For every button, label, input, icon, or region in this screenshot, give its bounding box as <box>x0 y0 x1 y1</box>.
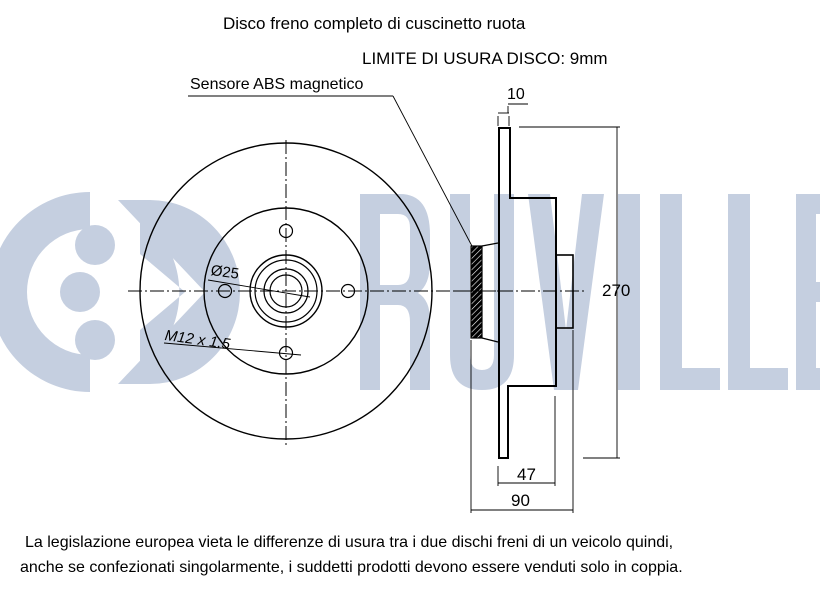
legal-notice-line-1: La legislazione europea vieta le differe… <box>25 534 674 551</box>
abs-sensor-label: Sensore ABS magnetico <box>190 76 364 93</box>
bearing-logo-icon <box>0 192 240 392</box>
drawing-title: Disco freno completo di cuscinetto ruota <box>223 14 526 33</box>
abs-sensor-leader <box>188 95 474 249</box>
legal-notice-line-2: anche se confezionati singolarmente, i s… <box>20 559 683 576</box>
ruville-watermark <box>0 192 820 392</box>
dimension-hub-height: 47 <box>517 465 536 484</box>
legal-notice: La legislazione europea vieta le differe… <box>0 530 820 580</box>
dimension-total-height: 90 <box>511 491 530 510</box>
dimension-diameter: 270 <box>602 281 631 300</box>
dimension-thickness: 10 <box>507 86 525 103</box>
disc-front-view <box>128 140 500 445</box>
wear-limit-label: LIMITE DI USURA DISCO: 9mm <box>362 49 608 68</box>
disc-side-view <box>455 103 620 513</box>
